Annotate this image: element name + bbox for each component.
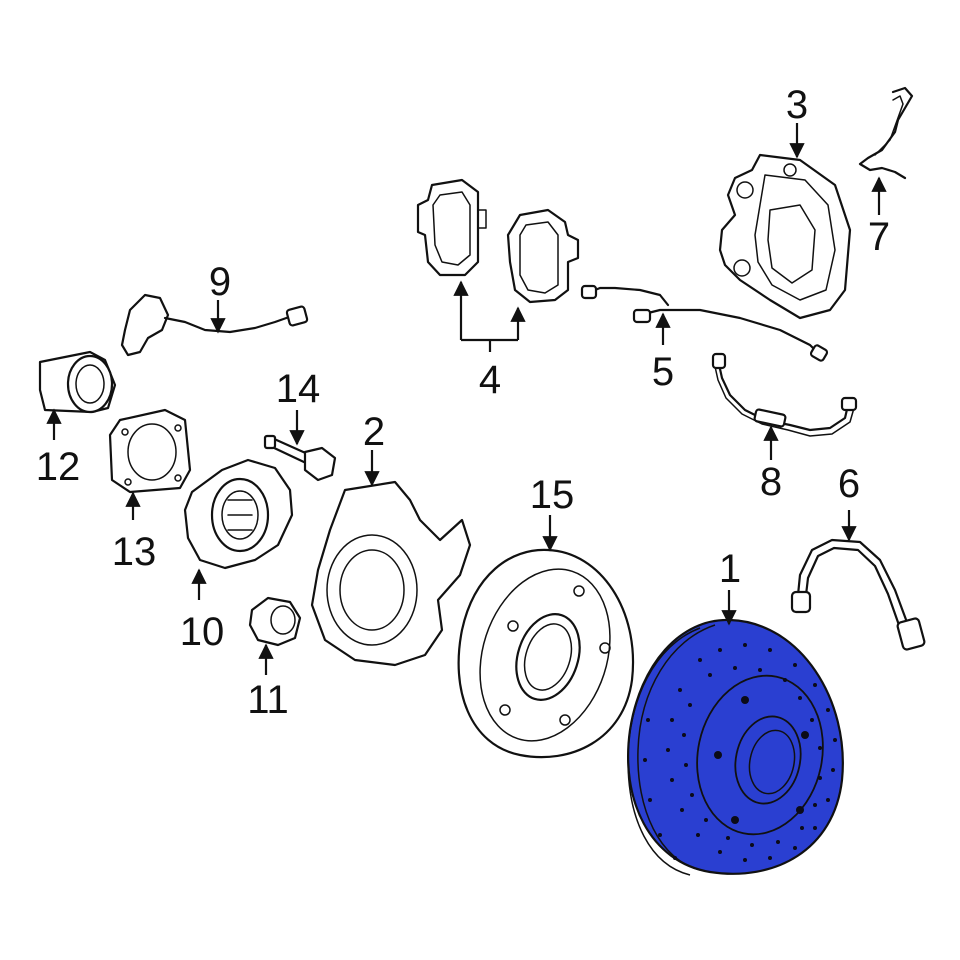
callout-4: 4 bbox=[479, 358, 501, 402]
callout-13: 13 bbox=[112, 530, 157, 574]
rotor-plain-part bbox=[457, 548, 635, 759]
brake-hose-part-8 bbox=[711, 352, 858, 437]
bolt-part bbox=[263, 434, 337, 482]
abs-sensor-part bbox=[120, 293, 309, 357]
callout-11: 11 bbox=[247, 678, 289, 722]
callout-14: 14 bbox=[276, 367, 321, 411]
hub-part bbox=[183, 458, 294, 570]
splash-shield-part bbox=[310, 480, 472, 667]
callout-8: 8 bbox=[760, 460, 782, 504]
brake-pad-left bbox=[416, 178, 487, 277]
callout-15: 15 bbox=[530, 473, 575, 517]
callout-7: 7 bbox=[868, 215, 890, 259]
callout-1: 1 bbox=[719, 547, 741, 591]
callout-12: 12 bbox=[36, 445, 81, 489]
bleeder-line-part bbox=[858, 86, 914, 180]
callout-3: 3 bbox=[786, 83, 808, 127]
brake-pad-right bbox=[506, 208, 580, 304]
callout-10: 10 bbox=[180, 610, 225, 654]
lug-holes bbox=[714, 696, 809, 824]
drill-holes bbox=[643, 643, 837, 862]
callout-9: 9 bbox=[209, 260, 231, 304]
caliper-part bbox=[718, 153, 852, 320]
callout-5: 5 bbox=[652, 350, 674, 394]
brake-hose-part-6 bbox=[790, 538, 926, 651]
callout-2: 2 bbox=[363, 410, 385, 454]
seal-part bbox=[108, 408, 192, 494]
nut-part bbox=[248, 596, 302, 647]
callout-6: 6 bbox=[838, 462, 860, 506]
wheel-bearing-part bbox=[38, 350, 117, 414]
rotor-drilled-highlighted-part bbox=[627, 618, 844, 876]
wear-sensor-part bbox=[580, 284, 829, 362]
